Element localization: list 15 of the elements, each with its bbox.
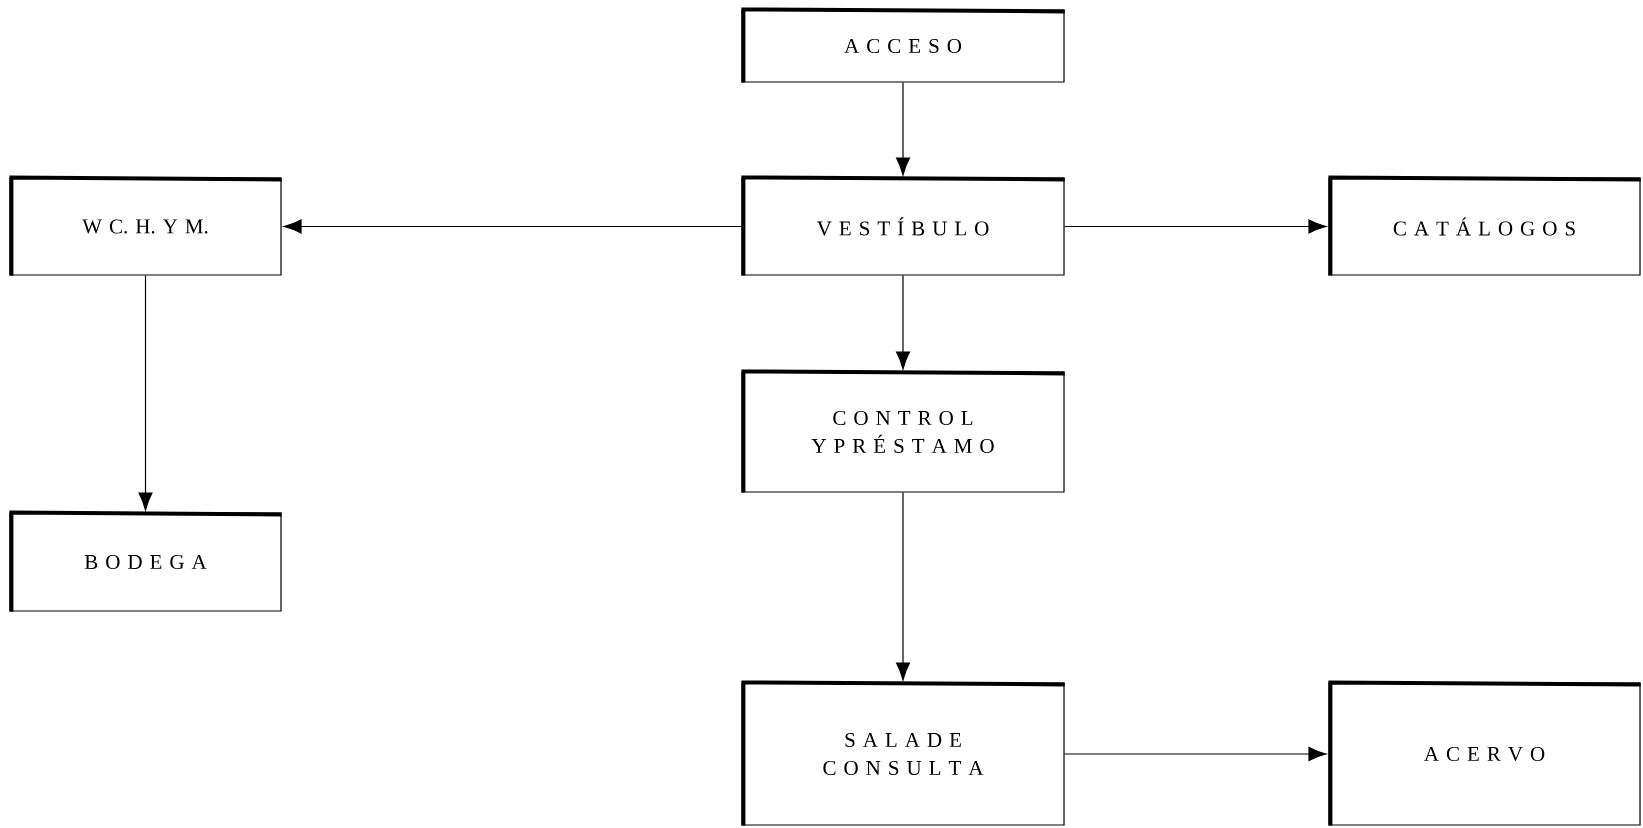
arrow (895, 275, 911, 370)
arrow (895, 492, 911, 681)
room-box: C A T Á L O G O S (1328, 175, 1641, 276)
room-box: B O D E G A (9, 510, 282, 612)
room-box: A C C E S O (741, 7, 1065, 83)
room-box: C O N T R O L Y P R É S T A M O (741, 369, 1065, 493)
arrow (1064, 746, 1327, 762)
room-box: A C E R V O (1328, 680, 1641, 826)
room-box: S A L A D E C O N S U L T A (741, 680, 1065, 826)
arrow (1064, 219, 1327, 234)
room-box: W C. H. Y M. (9, 175, 282, 276)
room-box: V E S T Í B U L O (741, 175, 1065, 276)
arrow (138, 275, 153, 511)
arrow (283, 219, 742, 234)
arrow (895, 82, 911, 176)
